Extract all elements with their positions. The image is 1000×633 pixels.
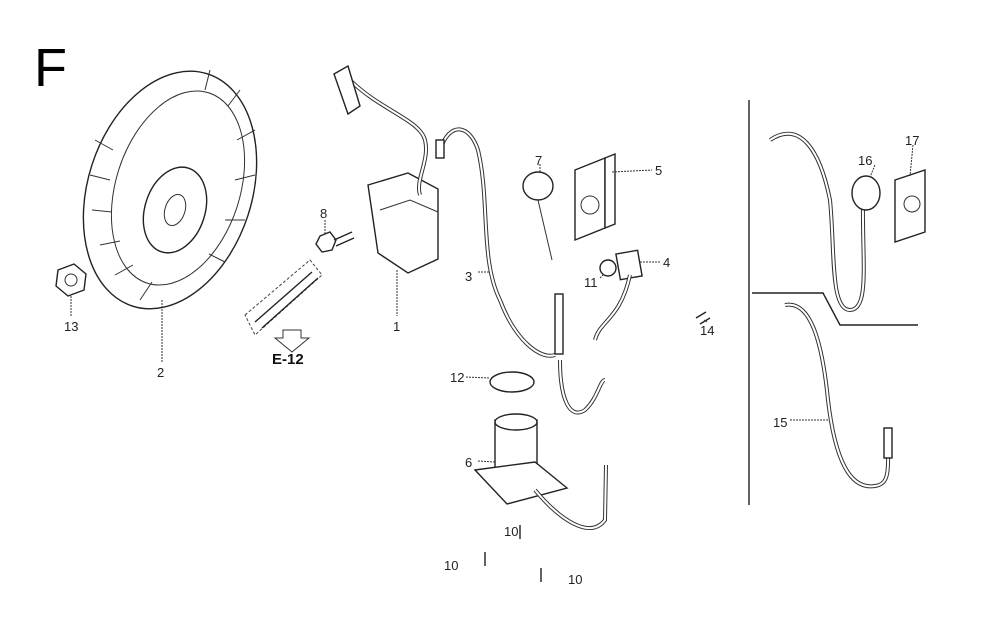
solenoid-drawing <box>473 359 608 582</box>
reference-e12[interactable]: E-12 <box>272 351 304 368</box>
callout-7: 7 <box>535 153 542 168</box>
callout-5: 5 <box>655 163 662 178</box>
callout-12: 12 <box>450 370 464 385</box>
callout-11: 11 <box>584 275 598 290</box>
bolt-drawing <box>244 231 355 353</box>
callout-4: 4 <box>663 255 670 270</box>
leader-lines <box>70 144 914 463</box>
section-letter: F <box>34 38 67 98</box>
callout-6: 6 <box>465 455 472 470</box>
flywheel-nut-drawing <box>55 263 87 297</box>
callout-10a: 10 <box>504 524 518 539</box>
callout-15: 15 <box>773 415 787 430</box>
switch-bracket-drawing <box>522 152 711 355</box>
callout-3: 3 <box>465 269 472 284</box>
callout-13: 13 <box>64 319 78 334</box>
right-panel-drawing <box>748 100 926 505</box>
callout-8: 8 <box>320 206 327 221</box>
callout-1: 1 <box>393 319 400 334</box>
callout-10b: 10 <box>444 558 458 573</box>
callout-17: 17 <box>905 133 919 148</box>
callout-10c: 10 <box>568 572 582 587</box>
ignition-coil-drawing <box>333 64 556 358</box>
flywheel-drawing <box>82 69 258 310</box>
callout-16: 16 <box>858 153 872 168</box>
callout-2: 2 <box>157 365 164 380</box>
callout-14: 14 <box>700 323 714 338</box>
